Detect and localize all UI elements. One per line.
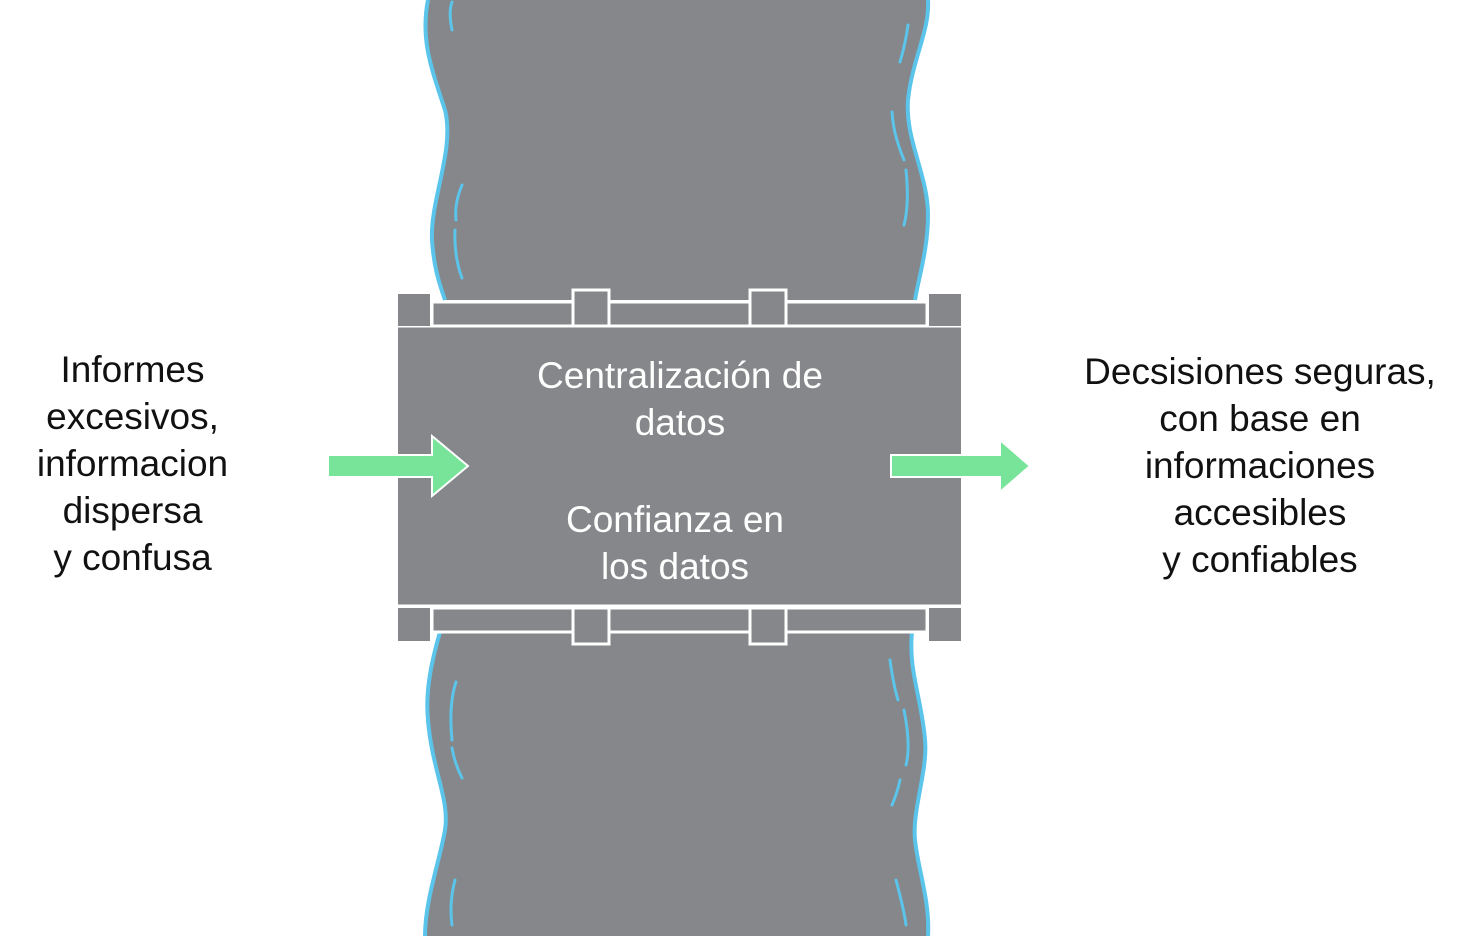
ripple <box>894 878 908 927</box>
bridge-top-post <box>748 288 788 328</box>
ripple <box>902 708 910 767</box>
bridge-top-end-post <box>929 294 961 326</box>
ripple <box>453 228 464 280</box>
ripple <box>448 0 454 32</box>
center-label-centralization: Centralización de datos <box>537 355 823 443</box>
ripple <box>450 746 464 780</box>
river-top-right-edge <box>905 0 931 301</box>
ripple <box>454 183 464 222</box>
bridge-bottom-end-post <box>929 608 961 641</box>
river-bottom <box>425 632 929 936</box>
ripple <box>449 878 457 927</box>
river-bottom-right-edge <box>909 631 931 936</box>
right-label: Decsisiones seguras, con base en informa… <box>1084 351 1436 580</box>
center-label-confidence: Confianza en los datos <box>565 499 785 587</box>
ripple <box>902 168 909 227</box>
bridge-bottom-rail <box>430 606 929 634</box>
bridge-bottom-end-post <box>398 608 430 641</box>
bridge-top-end-post <box>398 294 430 326</box>
bridge-bottom-post <box>571 606 611 646</box>
left-label: Informes excesivos, informacion dispersa… <box>36 349 229 578</box>
ripple <box>890 778 902 807</box>
ripple <box>888 658 900 702</box>
river-bottom-left-edge <box>423 631 448 936</box>
river-top-left-edge <box>423 0 450 301</box>
bridge-top-post <box>571 288 611 328</box>
ripple <box>898 23 910 64</box>
ripple <box>449 680 458 742</box>
arrow-out-icon <box>890 437 1032 495</box>
bridge-top-rail <box>430 300 929 328</box>
river-top <box>425 0 929 300</box>
ripple <box>890 110 906 162</box>
arrow-in-icon <box>327 433 470 499</box>
bridge-bottom-post <box>748 606 788 646</box>
bridge-deck <box>398 326 961 606</box>
